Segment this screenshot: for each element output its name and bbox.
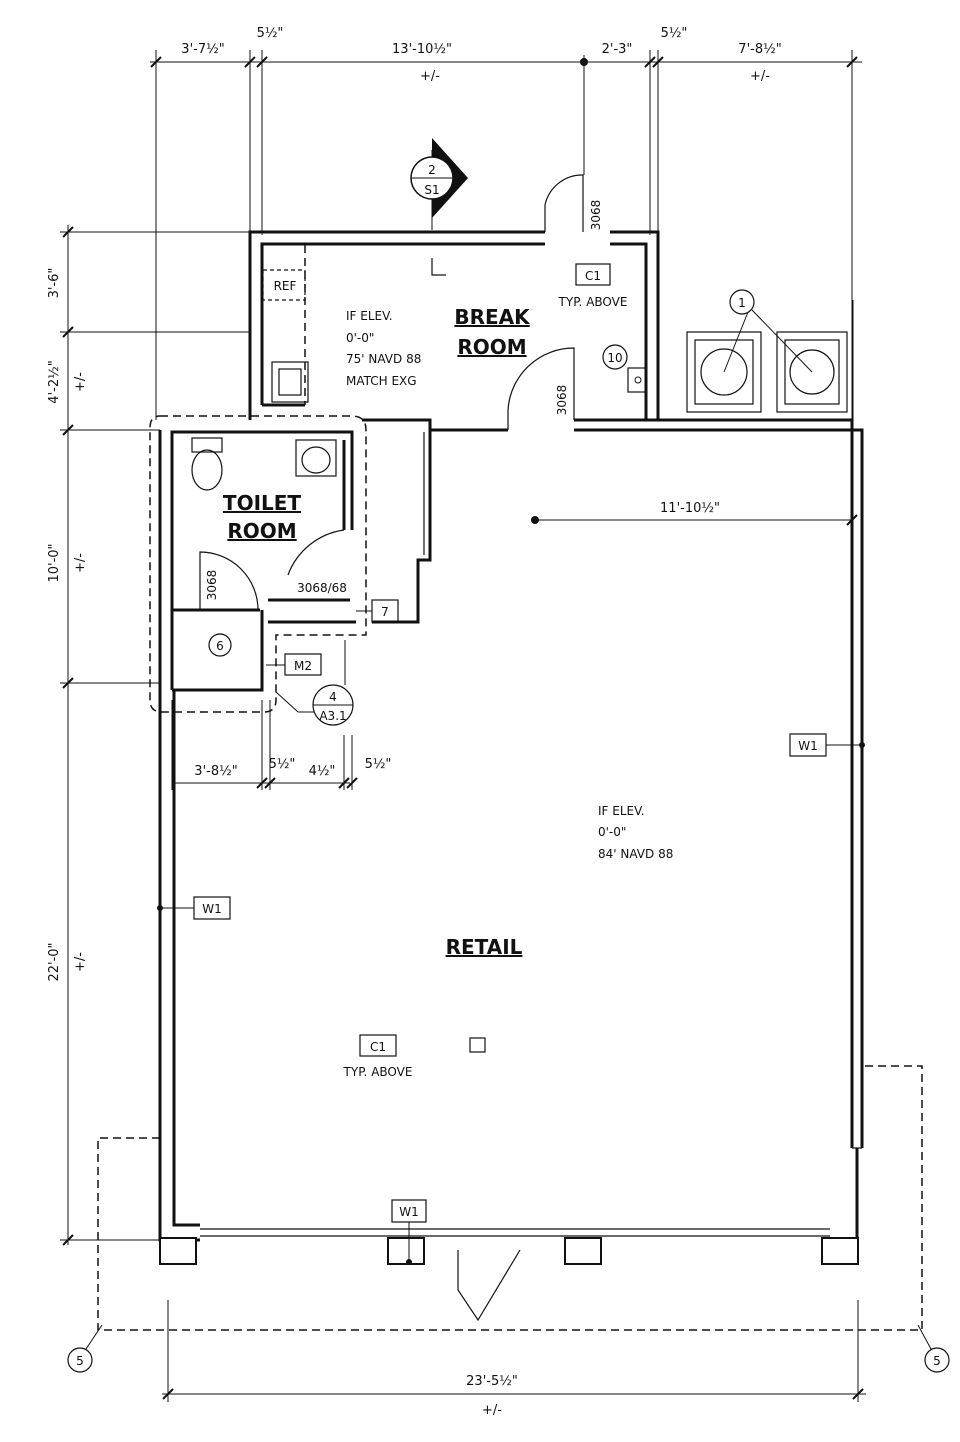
dim-top-approx-2: +/- bbox=[750, 69, 770, 84]
detail-number: 4 bbox=[329, 690, 337, 704]
tag-6-label: 6 bbox=[216, 639, 224, 653]
tag-5-left-label: 5 bbox=[76, 1354, 84, 1368]
dim-toilet-2: 5½" bbox=[269, 757, 296, 772]
dim-left-4: 22'-0" bbox=[47, 942, 62, 981]
typ-above-break: TYP. ABOVE bbox=[558, 295, 628, 309]
w1-right-label: W1 bbox=[798, 739, 818, 753]
door-break-exterior-label: 3068 bbox=[589, 200, 603, 231]
dim-toilet-1: 3'-8½" bbox=[194, 764, 237, 779]
section-marker: 2 S1 bbox=[410, 138, 468, 276]
sink-box bbox=[271, 361, 309, 403]
door-toilet-label: 3068/68 bbox=[297, 581, 347, 595]
tag-1-label: 1 bbox=[738, 296, 746, 310]
tag-7: 7 bbox=[356, 599, 399, 623]
retail-elev-line-3: 84' NAVD 88 bbox=[598, 847, 673, 861]
tag-10-label: 10 bbox=[607, 351, 622, 365]
dim-top-6: 7'-8½" bbox=[738, 42, 781, 57]
dim-retail-interior: 11'-10½" bbox=[660, 501, 720, 516]
retail-elevation-note: IF ELEV. 0'-0" 84' NAVD 88 bbox=[598, 804, 673, 861]
tag-5-right-label: 5 bbox=[933, 1354, 941, 1368]
condenser-units: 1 bbox=[686, 289, 854, 420]
dim-toilet-3: 4½" bbox=[309, 764, 336, 779]
door-closet-label: 3068 bbox=[205, 570, 219, 601]
c1-retail-label: C1 bbox=[370, 1040, 386, 1054]
break-room-title-1: BREAK bbox=[454, 305, 531, 329]
c1-tag-break: C1 TYP. ABOVE bbox=[558, 263, 628, 309]
retail-title: RETAIL bbox=[446, 935, 523, 959]
dim-bottom: 23'-5½" bbox=[466, 1374, 518, 1389]
dim-top-2: 5½" bbox=[257, 26, 284, 41]
w1-left-label: W1 bbox=[202, 902, 222, 916]
dim-top-4: 2'-3" bbox=[602, 42, 633, 57]
toilet-room-title-1: TOILET bbox=[223, 491, 301, 515]
detail-marker: 4 A3.1 bbox=[275, 640, 354, 726]
top-dimension-string: 3'-7½" 5½" 13'-10½" 2'-3" 5½" 7'-8½" +/-… bbox=[150, 26, 862, 420]
canopy-outline: 5 5 bbox=[67, 1065, 950, 1373]
dim-top-approx-1: +/- bbox=[420, 69, 440, 84]
m2-label: M2 bbox=[294, 659, 312, 673]
dim-top-5: 5½" bbox=[661, 26, 688, 41]
dim-top-3: 13'-10½" bbox=[392, 42, 452, 57]
dim-left-2: 4'-2½" bbox=[47, 360, 62, 403]
w1-tag-right: W1 bbox=[789, 733, 865, 757]
retail-walls bbox=[158, 418, 864, 1322]
left-dimension-string: 3'-6" 4'-2½" +/- 10'-0" +/- 22'-0" +/- bbox=[47, 225, 250, 1246]
dim-bottom-approx: +/- bbox=[482, 1403, 502, 1418]
w1-bottom-label: W1 bbox=[399, 1205, 419, 1219]
dim-left-1: 3'-6" bbox=[47, 268, 62, 299]
door-break-interior-label: 3068 bbox=[555, 385, 569, 416]
dim-toilet-4: 5½" bbox=[365, 757, 392, 772]
retail-interior-dimension: 11'-10½" bbox=[531, 501, 858, 526]
break-elev-line-3: 75' NAVD 88 bbox=[346, 352, 421, 366]
dim-top-1: 3'-7½" bbox=[181, 42, 224, 57]
toilet-room-title-2: ROOM bbox=[227, 519, 296, 543]
dim-left-3: 10'-0" bbox=[47, 543, 62, 582]
section-number: 2 bbox=[428, 163, 436, 177]
toilet-bottom-dimensions: 3'-8½" 5½" 4½" 5½" bbox=[171, 700, 392, 790]
break-elev-line-4: MATCH EXG bbox=[346, 374, 417, 388]
c1-tag-retail: C1 TYP. ABOVE bbox=[343, 1034, 413, 1079]
dim-left-approx-3: +/- bbox=[73, 553, 88, 573]
w1-tag-bottom: W1 bbox=[391, 1199, 427, 1265]
typ-above-retail: TYP. ABOVE bbox=[343, 1065, 413, 1079]
section-sheet: S1 bbox=[424, 183, 439, 197]
retail-elev-line-2: 0'-0" bbox=[598, 825, 626, 839]
retail-elev-line-1: IF ELEV. bbox=[598, 804, 645, 818]
tag-10: 10 bbox=[602, 344, 647, 393]
bottom-dimension: 23'-5½" +/- bbox=[162, 1300, 866, 1418]
refrigerator: REF bbox=[262, 245, 306, 405]
c1-break-label: C1 bbox=[585, 269, 601, 283]
dim-left-approx-2: +/- bbox=[73, 372, 88, 392]
dim-left-approx-4: +/- bbox=[73, 952, 88, 972]
toilet-room: 3068/68 3068 6 bbox=[149, 415, 367, 713]
ref-label: REF bbox=[274, 279, 297, 293]
m2-tag: M2 bbox=[266, 653, 322, 676]
break-room-title-2: ROOM bbox=[457, 335, 526, 359]
break-elev-line-2: 0'-0" bbox=[346, 331, 374, 345]
break-elev-line-1: IF ELEV. bbox=[346, 309, 393, 323]
floor-box bbox=[469, 1037, 486, 1053]
tag-7-label: 7 bbox=[381, 605, 389, 619]
break-room-elevation-note: IF ELEV. 0'-0" 75' NAVD 88 MATCH EXG bbox=[346, 309, 421, 388]
w1-tag-left: W1 bbox=[157, 896, 231, 920]
detail-sheet: A3.1 bbox=[319, 709, 346, 723]
